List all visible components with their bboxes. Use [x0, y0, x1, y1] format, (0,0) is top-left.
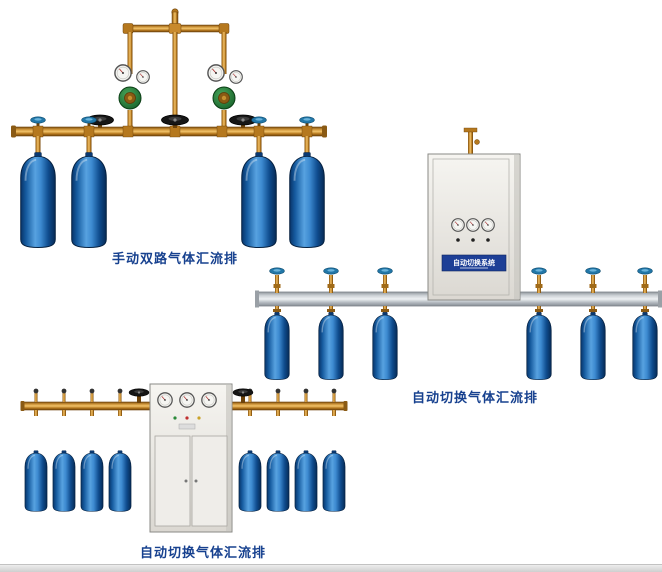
teal-handwheel	[637, 267, 653, 275]
gas-cylinder	[317, 312, 345, 380]
gas-cylinder	[70, 152, 108, 248]
pressure-regulator-right	[207, 64, 243, 128]
manifold-pipe	[11, 125, 327, 138]
gas-cylinder	[237, 449, 263, 513]
teal-handwheel	[299, 116, 315, 124]
pressure-gauge	[229, 70, 243, 84]
black-handwheel	[161, 114, 189, 126]
teal-handwheel	[269, 267, 285, 275]
gas-cylinder	[265, 449, 291, 513]
cylinder-valves	[30, 116, 315, 153]
regulator-body	[118, 86, 142, 110]
pressure-gauge	[207, 64, 225, 82]
gas-cylinder	[51, 449, 77, 513]
valve-handwheels	[86, 114, 257, 128]
teal-handwheel	[81, 116, 97, 124]
gas-cylinders	[263, 312, 659, 380]
gas-cylinder	[631, 312, 659, 380]
rail-valves	[269, 267, 653, 293]
cylinder-connectors	[273, 306, 649, 313]
black-handwheel	[128, 388, 150, 397]
figure-caption-auto-rail: 自动切换气体汇流排	[411, 390, 538, 405]
teal-handwheel	[251, 116, 267, 124]
pipe-valves	[33, 388, 337, 403]
cylinder-connectors	[34, 410, 336, 416]
gas-cylinder	[79, 449, 105, 513]
pressure-gauge	[201, 392, 217, 408]
regulator-body	[212, 86, 236, 110]
teal-handwheel	[531, 267, 547, 275]
pressure-gauge	[179, 392, 195, 408]
figure-auto-switch-cabinet: 自动切换气体汇流排	[15, 378, 351, 564]
gas-cylinder	[263, 312, 291, 380]
control-cabinet	[149, 383, 233, 533]
figure-manual-dual-manifold: 手动双路气体汇流排	[10, 6, 340, 268]
pressure-regulator-left	[114, 64, 150, 128]
cabinet-plate-text: 自动切换系统	[453, 258, 495, 267]
pressure-gauge	[451, 218, 465, 232]
gas-cylinder	[19, 152, 57, 248]
black-handwheel	[232, 388, 254, 397]
pressure-gauge	[466, 218, 480, 232]
teal-handwheel	[377, 267, 393, 275]
cabinet-name-plate: 自动切换系统	[441, 254, 507, 272]
header-pipe	[122, 8, 230, 128]
gas-cylinder	[579, 312, 607, 380]
teal-handwheel	[30, 116, 46, 124]
figure-auto-switch-rail: 自动切换系统 自动切换气体汇流排	[255, 126, 662, 416]
gas-cylinder	[23, 449, 49, 513]
pressure-gauge	[157, 392, 173, 408]
gas-cylinder	[293, 449, 319, 513]
figure-caption-auto-cabinet: 自动切换气体汇流排	[139, 545, 266, 560]
bottom-divider	[0, 564, 662, 572]
gas-cylinder	[371, 312, 399, 380]
gas-cylinder	[107, 449, 133, 513]
teal-handwheel	[585, 267, 601, 275]
figure-caption-manual-dual: 手动双路气体汇流排	[111, 251, 238, 266]
teal-handwheel	[323, 267, 339, 275]
control-cabinet: 自动切换系统	[427, 127, 521, 301]
pressure-gauge	[136, 70, 150, 84]
gas-cylinder	[321, 449, 347, 513]
pressure-gauge	[114, 64, 132, 82]
pressure-gauge	[481, 218, 495, 232]
gas-cylinder	[525, 312, 553, 380]
